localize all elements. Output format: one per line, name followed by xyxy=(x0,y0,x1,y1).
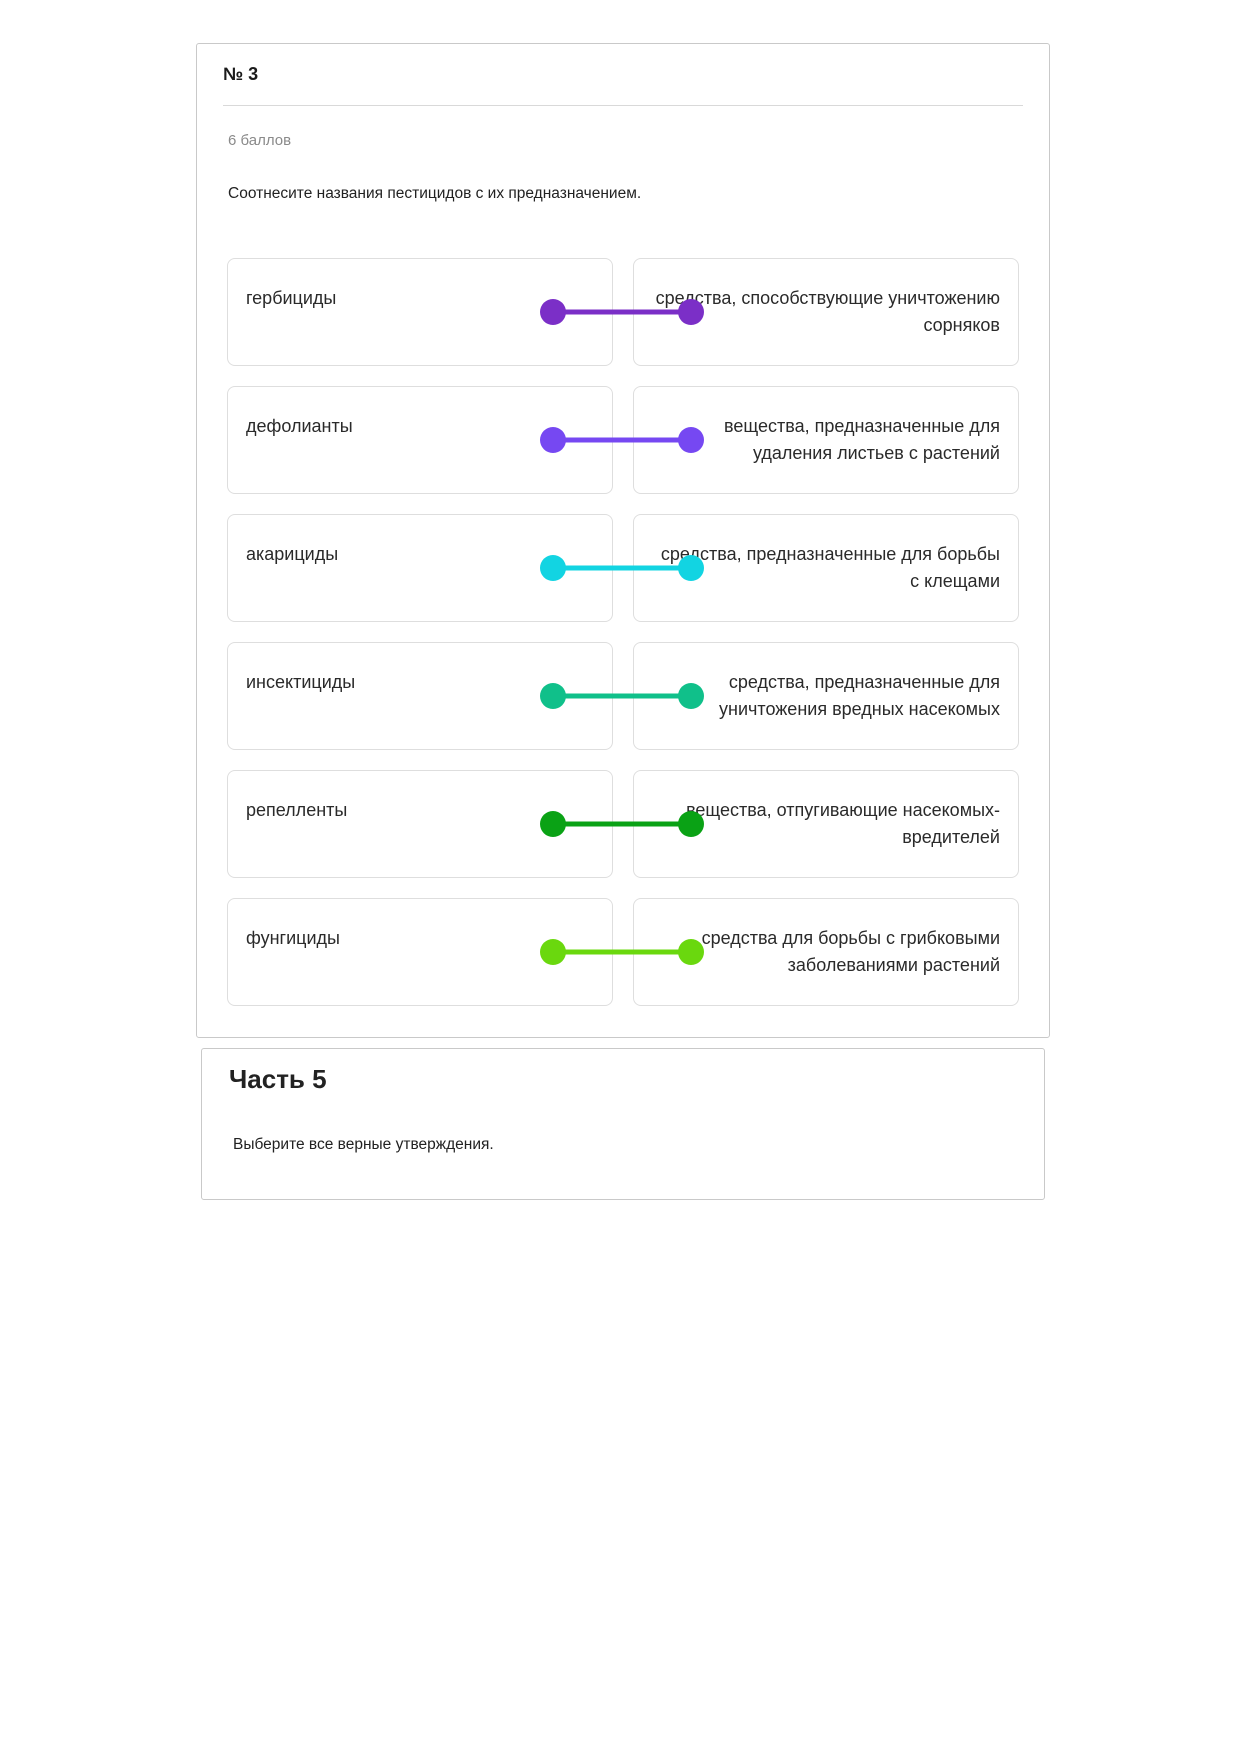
right-option[interactable]: средства, способствующие уничтожению сор… xyxy=(633,258,1019,366)
right-option[interactable]: средства, предназначенные для борьбы с к… xyxy=(633,514,1019,622)
part-title: Часть 5 xyxy=(229,1064,327,1094)
part-instruction: Выберите все верные утверждения. xyxy=(233,1136,494,1153)
left-option[interactable]: репелленты xyxy=(227,770,613,878)
question-points: 6 баллов xyxy=(228,132,292,149)
divider xyxy=(223,105,1023,106)
left-option[interactable]: акарициды xyxy=(227,514,613,622)
left-option[interactable]: инсектициды xyxy=(227,642,613,750)
question-text: Соотнесите названия пестицидов с их пред… xyxy=(228,185,642,202)
question-number: № 3 xyxy=(223,64,259,84)
question-card: № 3 6 баллов Соотнесите названия пестици… xyxy=(196,43,1050,1038)
right-option[interactable]: средства, предназначенные для уничтожени… xyxy=(633,642,1019,750)
left-option[interactable]: гербициды xyxy=(227,258,613,366)
left-option[interactable]: дефолианты xyxy=(227,386,613,494)
right-option[interactable]: вещества, отпугивающие насекомых-вредите… xyxy=(633,770,1019,878)
right-option[interactable]: средства для борьбы с грибковыми заболев… xyxy=(633,898,1019,1006)
part-card: Часть 5 Выберите все верные утверждения. xyxy=(201,1048,1045,1200)
right-option[interactable]: вещества, предназначенные для удаления л… xyxy=(633,386,1019,494)
left-option[interactable]: фунгициды xyxy=(227,898,613,1006)
